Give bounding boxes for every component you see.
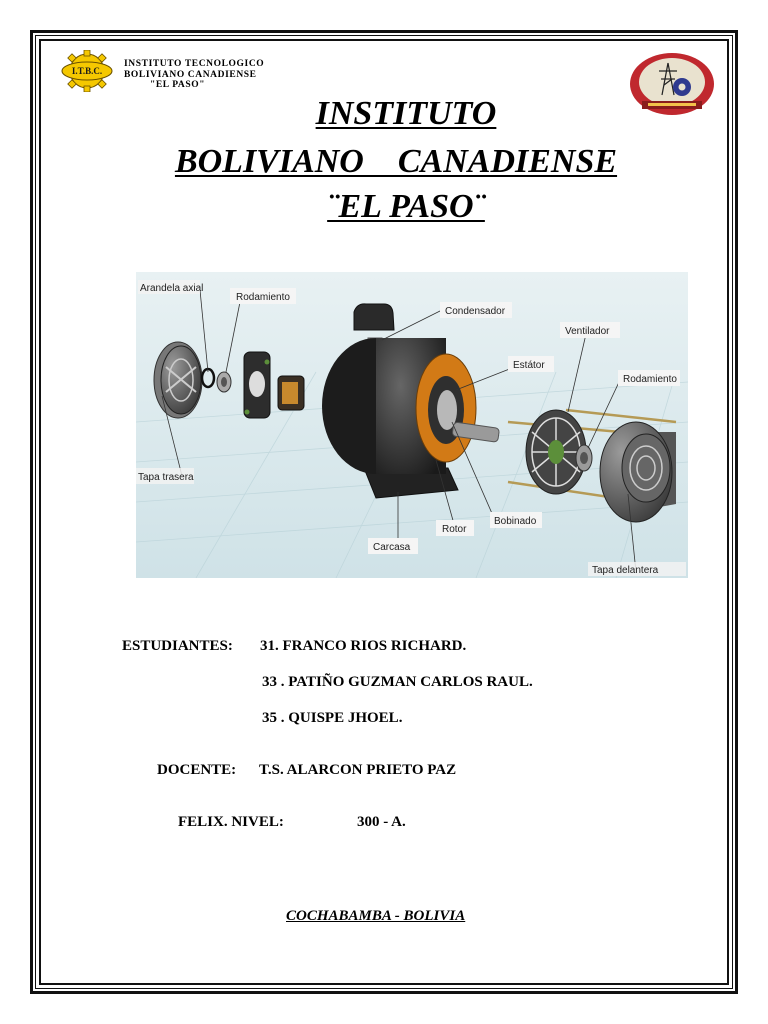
- label-estator: Estátor: [513, 360, 545, 371]
- teacher-name: T.S. ALARCON PRIETO PAZ: [259, 762, 457, 778]
- label-rodamiento-right: Rodamiento: [623, 374, 677, 385]
- page-border-middle: [35, 35, 733, 989]
- label-condensador: Condensador: [445, 306, 506, 317]
- label-carcasa: Carcasa: [373, 542, 411, 553]
- centrifugal-switch-part: [243, 351, 305, 419]
- electrical-industry-logo: [630, 53, 714, 115]
- logo-line-1: INSTITUTO TECNOLOGICO: [124, 59, 265, 69]
- students-label: ESTUDIANTES:: [122, 638, 233, 654]
- label-rotor: Rotor: [442, 524, 467, 535]
- title-line-3: ¨EL PASO¨: [327, 188, 485, 225]
- level-label: FELIX. NIVEL:: [178, 814, 284, 830]
- exploded-motor-diagram: Arandela axial Rodamiento Condensador Ve…: [136, 272, 688, 578]
- title-line-2: BOLIVIANO CANADIENSE: [174, 143, 618, 180]
- transmission-tower-icon: [659, 62, 677, 96]
- label-tapa-trasera: Tapa trasera: [138, 472, 194, 483]
- right-bearing-part: [575, 444, 593, 472]
- student-1: 31. FRANCO RIOS RICHARD.: [260, 638, 467, 654]
- callout-labels: Arandela axial Rodamiento Condensador Ve…: [136, 280, 686, 576]
- page-border-outer: [30, 30, 738, 994]
- motor-housing-part: [322, 338, 500, 499]
- student-2: 33 . PATIÑO GUZMAN CARLOS RAUL.: [262, 674, 533, 690]
- label-bobinado: Bobinado: [494, 516, 537, 527]
- title-line-1: INSTITUTO: [315, 95, 497, 132]
- label-ventilador: Ventilador: [565, 326, 610, 337]
- institute-logo-text: INSTITUTO TECNOLOGICO BOLIVIANO CANADIEN…: [124, 59, 264, 91]
- label-arandela-axial: Arandela axial: [140, 283, 203, 294]
- label-rodamiento-left: Rodamiento: [236, 292, 290, 303]
- page-border-inner: [39, 39, 729, 985]
- gear-icon: [673, 78, 691, 96]
- teacher-label: DOCENTE:: [157, 762, 237, 778]
- label-tapa-delantera: Tapa delantera: [592, 565, 659, 576]
- logo-line-2: BOLIVIANO CANADIENSE: [124, 69, 257, 80]
- student-3: 35 . QUISPE JHOEL.: [262, 710, 403, 726]
- leader-lines: [161, 289, 637, 573]
- rear-cover-part: [153, 341, 203, 419]
- left-bearing-part: [216, 371, 232, 393]
- institute-gear-logo: I.T.B.C.: [61, 50, 113, 92]
- gear-icon: [61, 50, 113, 92]
- level-value: 300 - A.: [357, 814, 406, 830]
- front-cover-part: [599, 421, 676, 523]
- logo-line-3: "EL PASO": [150, 80, 206, 90]
- location-footer: COCHABAMBA - BOLIVIA: [286, 908, 466, 924]
- badge-text: I.T.B.C.: [72, 66, 102, 76]
